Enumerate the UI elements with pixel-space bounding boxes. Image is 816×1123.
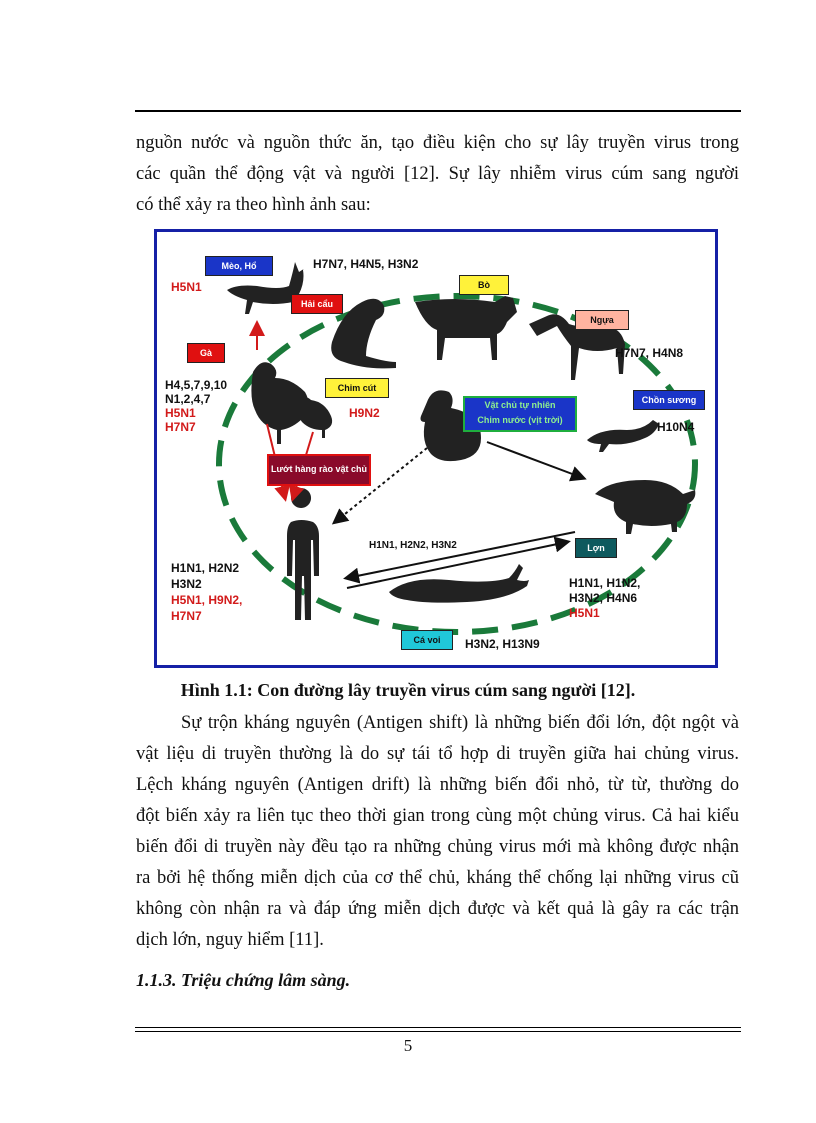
text-line: không còn nhận ra và đáp ứng miễn dịch đ… bbox=[136, 899, 739, 919]
natural-host-tag: Vật chủ tự nhiên Chim nước (vịt trời) bbox=[463, 396, 577, 432]
text-line: dịch lớn, nguy hiểm [11]. bbox=[136, 930, 324, 950]
page-number: 5 bbox=[403, 1036, 413, 1055]
pig-to-human-arrow bbox=[343, 531, 576, 584]
pig-strains: H1N1, H1N2, H3N2, H4N6 H5N1 bbox=[569, 576, 640, 621]
host-barrier-tag: Lướt hàng rào vật chủ bbox=[267, 454, 371, 486]
arrow-strains: H1N1, H2N2, H3N2 bbox=[369, 540, 457, 551]
whale-tag: Cá voi bbox=[401, 630, 453, 650]
transmission-cycle bbox=[216, 293, 698, 635]
cow-tag: Bò bbox=[459, 275, 509, 295]
cat-silhouette bbox=[227, 262, 304, 314]
figure-caption: Hình 1.1: Con đường lây truyền virus cúm… bbox=[180, 680, 636, 700]
natural-host-line: Chim nước (vịt trời) bbox=[477, 415, 563, 425]
top-strains: H7N7, H4N5, H3N2 bbox=[313, 257, 419, 271]
body-paragraph: Sự trộn kháng nguyên (Antigen shift) là … bbox=[136, 708, 739, 956]
duck-to-pig-arrow bbox=[486, 441, 587, 482]
seal-silhouette bbox=[331, 298, 396, 369]
pig-strain: H3N2, H4N6 bbox=[569, 591, 638, 605]
text-line: đột biến xảy ra liên tục theo thời gian … bbox=[136, 806, 739, 826]
quail-tag: Chim cút bbox=[325, 378, 389, 398]
cat-tag: Mèo, Hổ bbox=[205, 256, 273, 276]
footer-rule bbox=[135, 1027, 741, 1028]
quail-strain: H9N2 bbox=[349, 406, 380, 420]
dotted-arrow bbox=[331, 447, 428, 525]
text-line: các quần thể động vật và người [12]. Sự … bbox=[136, 164, 739, 184]
pig-silhouette bbox=[595, 480, 696, 534]
ferret-silhouette bbox=[587, 420, 659, 452]
human-strain: H3N2 bbox=[171, 577, 202, 591]
quail-silhouette bbox=[296, 397, 333, 438]
human-strain: H1N1, H2N2 bbox=[171, 561, 240, 575]
human-to-pig-arrow bbox=[346, 536, 571, 589]
text-line: biến đổi di truyền này đều tạo ra những … bbox=[136, 837, 739, 857]
horse-tag: Ngựa bbox=[575, 310, 629, 330]
chicken-strain: N1,2,4,7 bbox=[165, 392, 211, 406]
cat-strain: H5N1 bbox=[171, 280, 202, 294]
seal-tag: Hải cẩu bbox=[291, 294, 343, 314]
human-strains: H1N1, H2N2 H3N2 H5N1, H9N2, H7N7 bbox=[171, 560, 242, 624]
chicken-strain: H4,5,7,9,10 bbox=[165, 378, 228, 392]
human-strain-red: H5N1, H9N2, bbox=[171, 593, 243, 607]
chicken-strain-red: H7N7 bbox=[165, 420, 196, 434]
intro-paragraph: nguồn nước và nguồn thức ăn, tạo điều ki… bbox=[136, 128, 739, 221]
chicken-tag: Gà bbox=[187, 343, 225, 363]
pig-tag: Lợn bbox=[575, 538, 617, 558]
human-silhouette bbox=[287, 488, 319, 620]
horse-strains: H7N7, H4N8 bbox=[615, 346, 684, 360]
text-line: Lệch kháng nguyên (Antigen drift) là nhữ… bbox=[136, 775, 739, 795]
chicken-strain-red: H5N1 bbox=[165, 406, 196, 420]
ferret-strain: H10N4 bbox=[657, 420, 695, 434]
whale-silhouette bbox=[389, 564, 529, 603]
ferret-tag: Chồn sương bbox=[633, 390, 705, 410]
influenza-transmission-figure: Mèo, Hổ Hải cẩu Bò Ngựa Gà Chim cút Chồn… bbox=[154, 229, 718, 668]
text-line: ra bởi hệ thống miễn dịch của cơ thể chủ… bbox=[136, 868, 739, 888]
text-line: nguồn nước và nguồn thức ăn, tạo điều ki… bbox=[136, 133, 739, 153]
footer-rule bbox=[135, 1031, 741, 1032]
text-line: vật liệu di truyền thường là do sự tái t… bbox=[136, 744, 739, 764]
duck-silhouette bbox=[420, 390, 481, 462]
human-strain-red: H7N7 bbox=[171, 609, 202, 623]
figure-drawing bbox=[216, 262, 698, 635]
chicken-strains: H4,5,7,9,10 N1,2,4,7 H5N1 H7N7 bbox=[165, 378, 227, 434]
cow-silhouette bbox=[415, 296, 517, 360]
pig-strain-red: H5N1 bbox=[569, 606, 600, 620]
text-line: Sự trộn kháng nguyên (Antigen shift) là … bbox=[181, 713, 739, 733]
whale-strains: H3N2, H13N9 bbox=[465, 637, 540, 651]
pig-strain: H1N1, H1N2, bbox=[569, 576, 641, 590]
text-line: có thể xảy ra theo hình ảnh sau: bbox=[136, 195, 371, 215]
section-heading: 1.1.3. Triệu chứng lâm sàng. bbox=[136, 970, 351, 990]
horse-silhouette bbox=[529, 314, 625, 380]
natural-host-line: Vật chủ tự nhiên bbox=[484, 400, 556, 410]
header-rule bbox=[135, 110, 741, 112]
chicken-silhouette bbox=[251, 362, 309, 444]
